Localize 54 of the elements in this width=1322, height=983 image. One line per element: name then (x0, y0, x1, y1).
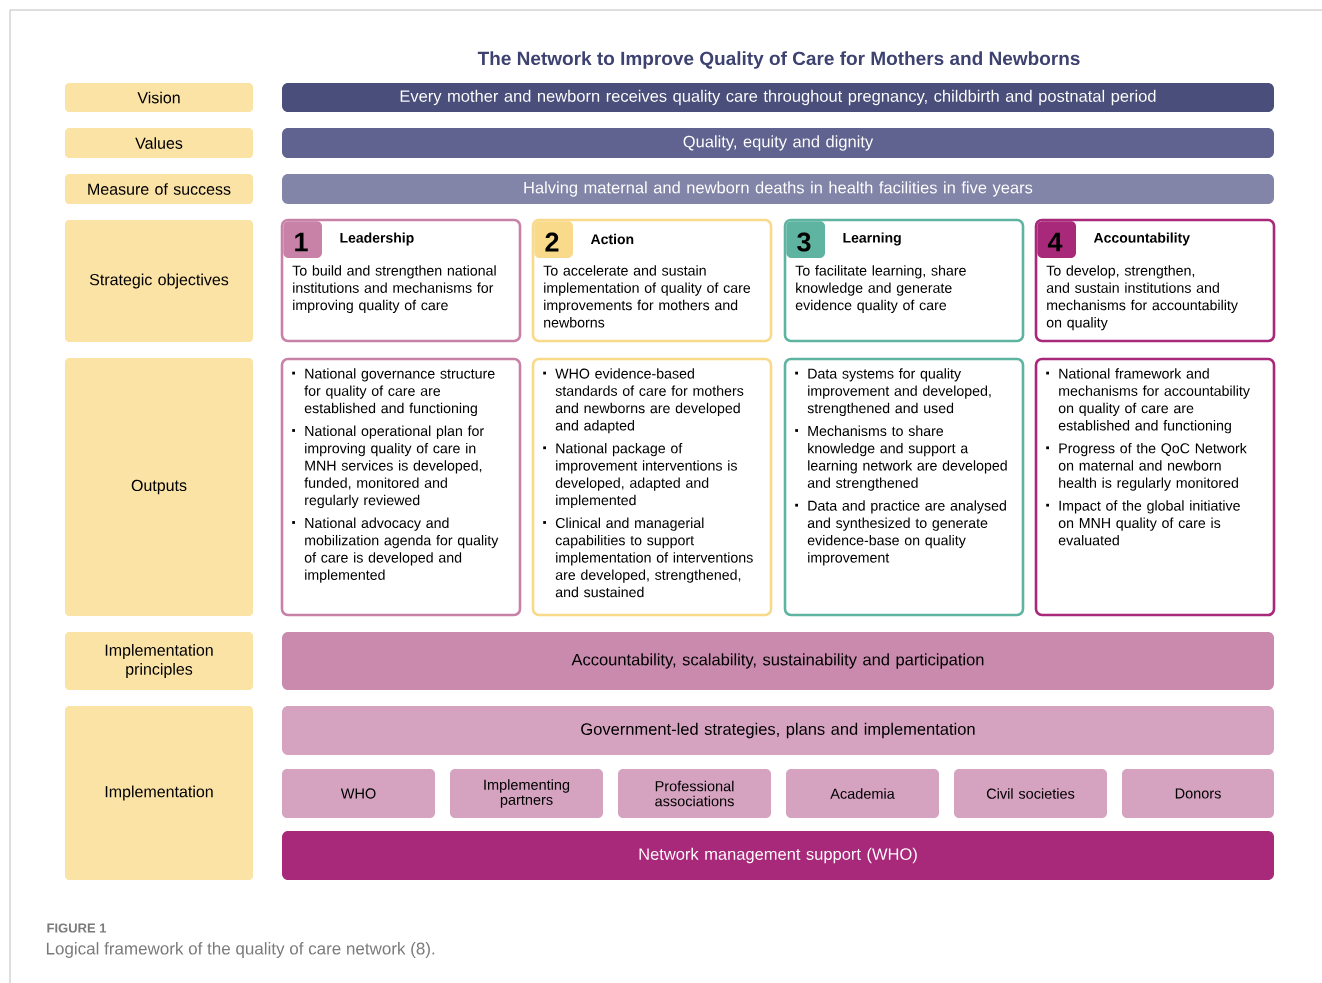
banner-bar: Network management support (WHO) (282, 831, 1274, 880)
bullet-item: National governance structure for quality of care are established and functioning (292, 368, 495, 417)
figure-number: FIGURE 1 (47, 923, 107, 933)
outputs-box (783, 357, 1025, 617)
bullet-item: National operational plan for improving quality of care in MNH services is developed, funded, monitored and regularly reviewed (292, 425, 484, 509)
objective-box (783, 218, 1025, 343)
bullet-item: Impact of the global initiative on MNH quality of care is evaluated (1046, 500, 1240, 546)
bullet-item: Progress of the QoC Network on maternal and newborn health is regularly monitored (1046, 442, 1247, 491)
outputs-box (531, 357, 773, 617)
heading: Learning (843, 232, 901, 246)
bullet-item: National package of improvement interventions is developed, adapted and implemented (543, 442, 737, 509)
row-label: Values (65, 128, 253, 158)
banner-bar: Quality, equity and dignity (282, 128, 1274, 158)
heading: Leadership (340, 232, 414, 246)
row-label: Implementation principles (65, 632, 253, 690)
partner-box: WHO (282, 769, 435, 818)
bullet-item: Data and practice are analysed and synthesized to generate evidence-base on quality improvement (795, 500, 1006, 566)
heading: Accountability (1093, 232, 1190, 246)
number-badge: 4 (1037, 221, 1076, 258)
outputs-box (1034, 357, 1276, 617)
objective-box (280, 218, 522, 343)
partner-box: Civil societies (954, 769, 1107, 818)
bullet-item: Data systems for quality improvement and developed, strengthened and used (795, 368, 991, 417)
description: To develop, strengthen, and sustain institutions and mechanisms for accountability on quality (1046, 265, 1238, 331)
row-label: Implementation (65, 706, 253, 880)
banner-bar: Accountability, scalability, sustainability and participation (282, 632, 1274, 690)
row-label: Outputs (65, 358, 253, 616)
bullet-item: National framework and mechanisms for accountability on quality of care are established and functioning (1046, 368, 1250, 434)
outputs-box (280, 357, 522, 617)
partner-box: Academia (786, 769, 939, 818)
objective-box (1034, 218, 1276, 343)
banner-bar: Halving maternal and newborn deaths in health facilities in five years (282, 174, 1274, 204)
number-badge: 1 (283, 221, 322, 258)
number-badge: 2 (534, 221, 573, 258)
bullet-item: WHO evidence-based standards of care for mothers and newborns are developed and adapted (543, 368, 744, 434)
title: The Network to Improve Quality of Care for Mothers and Newborns (477, 51, 1080, 69)
description: To build and strengthen national institutions and mechanisms for improving quality of care (292, 265, 496, 314)
partner-box: Donors (1122, 769, 1274, 818)
row-label: Vision (65, 83, 253, 112)
banner-bar: Every mother and newborn receives quality care throughout pregnancy, childbirth and postnatal period (282, 83, 1274, 112)
partner-box: Implementing partners (450, 769, 603, 818)
number-badge: 3 (786, 221, 825, 258)
description: To facilitate learning, share knowledge and generate evidence quality of care (795, 265, 966, 314)
row-label: Strategic objectives (65, 220, 253, 342)
heading: Action (590, 233, 634, 245)
bullet-item: Clinical and managerial capabilities to support implementation of interventions are developed, strengthened, and sustained (543, 517, 753, 598)
caption: Logical framework of the quality of care network (8). (46, 942, 435, 958)
bullet-item: National advocacy and mobilization agenda for quality of care is developed and implemented (292, 517, 499, 583)
bullet-item: Mechanisms to share knowledge and support a learning network are developed and strengthened (795, 425, 1007, 491)
partner-box: Professional associations (618, 769, 771, 818)
banner-bar: Government-led strategies, plans and implementation (282, 706, 1274, 755)
description: To accelerate and sustain implementation of quality of care improvements for mothers and newborns (543, 265, 751, 328)
objective-box (531, 218, 773, 343)
row-label: Measure of success (65, 174, 253, 204)
